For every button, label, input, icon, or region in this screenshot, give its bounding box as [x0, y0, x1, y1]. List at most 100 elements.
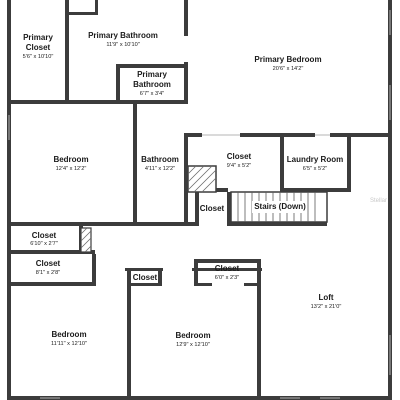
room-dimensions: 12'9" x 12'10"	[176, 342, 210, 348]
wall-bath-closet-divider	[184, 133, 188, 225]
room-name: Closet	[36, 259, 61, 268]
room-name: Closet	[133, 273, 158, 282]
hatch-line	[201, 177, 217, 193]
exterior-wall-left	[7, 0, 11, 400]
hatch-shaft-left	[80, 227, 92, 253]
room-name: Laundry Room	[287, 155, 343, 164]
wall-small-closet-right	[227, 192, 231, 226]
room-name: Primary	[137, 70, 167, 79]
room-label-closet-left-1: Closet 6'10" x 2'7"	[30, 231, 58, 247]
room-name: Primary Bedroom	[254, 55, 321, 64]
room-name: Loft	[318, 293, 333, 302]
wall-bath-right-lower	[184, 62, 188, 103]
room-dimensions: 12'4" x 12'2"	[56, 166, 87, 172]
wall-closet-laundry-divider	[280, 135, 284, 191]
wall-lower-bedrooms-divider	[127, 268, 131, 398]
wall-closet-mid-bottom-right	[244, 283, 261, 286]
wall-closet-mid-right	[257, 259, 261, 398]
walls	[7, 0, 392, 400]
wall-mid-closet-right	[158, 268, 162, 286]
wall-small-bath-left	[116, 64, 120, 104]
wall-closet-left2-right	[92, 254, 96, 286]
wall-small-bath-top	[116, 64, 188, 68]
room-label-bedroom-bottom-mid: Bedroom 12'9" x 12'10"	[175, 331, 210, 348]
room-name: Bathroom	[141, 155, 179, 164]
wall-closet-left1-bottom	[7, 250, 95, 254]
hatch-line	[80, 237, 92, 249]
hatch-shaft-left-box	[80, 227, 92, 253]
wall-bath-right-upper	[184, 0, 188, 36]
room-dimensions: 6'0" x 2'3"	[215, 275, 239, 281]
room-dimensions: 5'6" x 10'10"	[23, 54, 54, 60]
room-label-primary-bedroom: Primary Bedroom 20'6" x 14'2"	[254, 55, 321, 72]
room-dimensions: 20'6" x 14'2"	[273, 66, 304, 72]
wall-closet-mid-left	[194, 259, 198, 286]
hatch-line	[187, 165, 213, 191]
wall-mid-closet-bottom	[127, 283, 162, 286]
wall-primary-closet-right	[65, 0, 69, 103]
room-name: Bedroom	[175, 331, 210, 340]
room-label-closet-mid-small: Closet	[133, 273, 158, 282]
room-label-primary-bathroom: Primary Bathroom 11'9" x 10'10"	[88, 31, 158, 48]
wall-top-notch-left	[65, 12, 97, 15]
room-name: Closet	[227, 152, 252, 161]
wall-small-closet-left	[195, 192, 199, 226]
hatch-line	[80, 230, 92, 242]
hatch-line	[187, 165, 197, 175]
room-dimensions: 6'10" x 2'7"	[30, 241, 58, 247]
hatch-shaft-stairs	[187, 165, 217, 193]
wall-primary-closet-bottom	[7, 100, 188, 104]
room-name: Closet	[26, 43, 51, 52]
wall-closet-top-left	[184, 133, 202, 137]
exterior-wall-bottom	[7, 396, 392, 400]
room-dimensions: 9'4" x 5'2"	[227, 163, 251, 169]
wall-closet-mid-top	[194, 259, 260, 263]
wall-bedroom-bottom	[7, 222, 137, 226]
stairs-label-backdrop	[252, 201, 306, 213]
room-dimensions: 6'7" x 3'4"	[140, 91, 164, 97]
hatch-line	[187, 165, 205, 183]
room-name: Closet	[215, 264, 240, 273]
wall-closet-left2-bottom	[7, 282, 95, 286]
room-name: Closet	[200, 204, 225, 213]
stairs	[230, 191, 328, 223]
hatch-line	[193, 169, 217, 193]
room-dimensions: 11'9" x 10'10"	[106, 42, 139, 48]
room-label-primary-closet: Primary Closet 5'6" x 10'10"	[23, 33, 54, 60]
wall-bedroom-bath-divider	[133, 103, 137, 225]
wall-bath-bottom	[137, 222, 199, 226]
wall-closet-mid-bottom	[194, 283, 212, 286]
room-name: Closet	[32, 231, 57, 240]
room-name: Bathroom	[133, 80, 171, 89]
watermark-text: Stellar	[370, 198, 387, 204]
wall-laundry-bottom	[280, 188, 351, 192]
room-name: Primary Bathroom	[88, 31, 158, 40]
room-label-loft: Loft 13'2" x 21'0"	[311, 293, 342, 310]
room-label-bathroom: Bathroom 4'11" x 12'2"	[141, 155, 179, 172]
room-label-closet-left-2: Closet 8'1" x 2'8"	[36, 259, 61, 276]
room-name: Bedroom	[51, 330, 86, 339]
windows	[8, 10, 391, 399]
room-name: Stairs (Down)	[254, 202, 306, 211]
room-name: Primary	[23, 33, 53, 42]
room-label-closet-mid: Closet 6'0" x 2'3"	[215, 264, 240, 281]
hatch-line	[80, 227, 88, 235]
wall-lower-top-mid	[125, 268, 163, 271]
room-label-primary-bath-small: Primary Bathroom 6'7" x 3'4"	[133, 70, 171, 97]
room-dimensions: 8'1" x 2'8"	[36, 270, 60, 276]
wall-closet-top-mid	[240, 133, 315, 137]
wall-mid-closet-left	[127, 268, 131, 286]
room-label-bedroom-bottom-left: Bedroom 11'11" x 12'10"	[51, 330, 87, 347]
wall-closet-top-right	[330, 133, 392, 137]
wall-stairs-bottom	[227, 222, 327, 226]
wall-laundry-right	[347, 135, 351, 191]
room-name: Bedroom	[53, 155, 88, 164]
room-label-stairs: Stairs (Down)	[252, 201, 306, 213]
wall-top-notch-right	[95, 0, 98, 15]
wall-lower-top-right	[192, 268, 262, 271]
room-dimensions: 6'5" x 5'2"	[303, 166, 327, 172]
room-dimensions: 13'2" x 21'0"	[311, 304, 342, 310]
room-label-closet-center: Closet 9'4" x 5'2"	[227, 152, 252, 169]
room-label-laundry: Laundry Room 6'5" x 5'2"	[287, 155, 343, 172]
